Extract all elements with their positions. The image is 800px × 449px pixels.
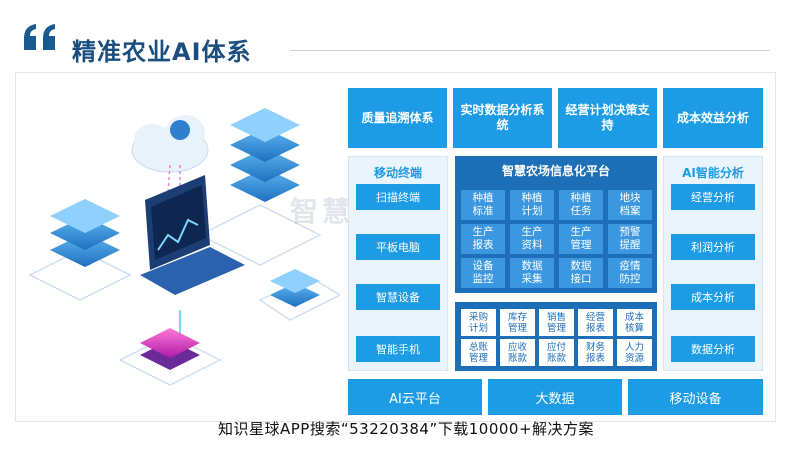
isometric-illustration — [28, 108, 340, 386]
grid-cell: 应收账款 — [500, 339, 535, 366]
platform-title: 智慧农场信息化平台 — [501, 164, 610, 178]
cloud-icon — [131, 115, 209, 173]
item-smartphone: 智能手机 — [356, 336, 440, 362]
title-divider — [290, 50, 770, 51]
card-plan-decision: 经营计划决策支持 — [558, 88, 657, 148]
chip-icon — [140, 328, 200, 370]
item-profit-analysis: 利润分析 — [671, 234, 755, 260]
bar-mobile-devices: 移动设备 — [628, 379, 763, 415]
grid-cell: 种植任务 — [559, 190, 603, 220]
card-cost-benefit: 成本效益分析 — [663, 88, 763, 148]
grid-cell: 生产管理 — [559, 224, 603, 254]
item-data-analysis: 数据分析 — [671, 336, 755, 362]
page-title: 精准农业AI体系 — [72, 38, 252, 66]
grid-cell: 库存管理 — [500, 309, 535, 336]
left-column-title: 移动终端 — [373, 166, 422, 180]
item-tablet: 平板电脑 — [356, 234, 440, 260]
grid-cell: 数据接口 — [559, 258, 603, 288]
grid-cell: 销售管理 — [539, 309, 574, 336]
watermark-text: 智慧 — [290, 195, 355, 228]
card-realtime-analysis: 实时数据分析系统 — [453, 88, 552, 148]
grid-cell: 种植标准 — [461, 190, 505, 220]
bar-ai-cloud: AI云平台 — [348, 379, 482, 415]
item-cost-analysis: 成本分析 — [671, 284, 755, 310]
grid-cell: 应付账款 — [539, 339, 574, 366]
grid-cell: 财务报表 — [578, 339, 613, 366]
right-column-title: AI智能分析 — [682, 166, 744, 180]
laptop-icon — [140, 175, 245, 295]
grid-cell: 经营报表 — [578, 309, 613, 336]
grid-cell: 生产报表 — [461, 224, 505, 254]
server-icon-left — [50, 199, 120, 267]
quote-icon — [24, 24, 55, 50]
grid-cell: 预警提醒 — [608, 224, 652, 254]
card-quality-trace: 质量追溯体系 — [348, 88, 447, 148]
grid-cell: 采购计划 — [461, 309, 496, 336]
item-business-analysis: 经营分析 — [671, 184, 755, 210]
item-smart-device: 智慧设备 — [356, 284, 440, 310]
grid-cell: 总账管理 — [461, 339, 496, 366]
item-scan-terminal: 扫描终端 — [356, 184, 440, 210]
grid-cell: 人力资源 — [617, 339, 652, 366]
content-frame — [15, 72, 776, 422]
grid-cell: 成本核算 — [617, 309, 652, 336]
grid-cell: 数据采集 — [510, 258, 554, 288]
bar-big-data: 大数据 — [488, 379, 622, 415]
grid-cell: 疫情防控 — [608, 258, 652, 288]
database-icon — [270, 269, 320, 307]
grid-cell: 生产资料 — [510, 224, 554, 254]
grid-cell: 种植计划 — [510, 190, 554, 220]
grid-cell: 地块档案 — [608, 190, 652, 220]
server-icon-right — [230, 108, 300, 202]
grid-cell: 设备监控 — [461, 258, 505, 288]
footer-text: 知识星球APP搜索“53220384”下载10000+解决方案 — [218, 420, 595, 438]
